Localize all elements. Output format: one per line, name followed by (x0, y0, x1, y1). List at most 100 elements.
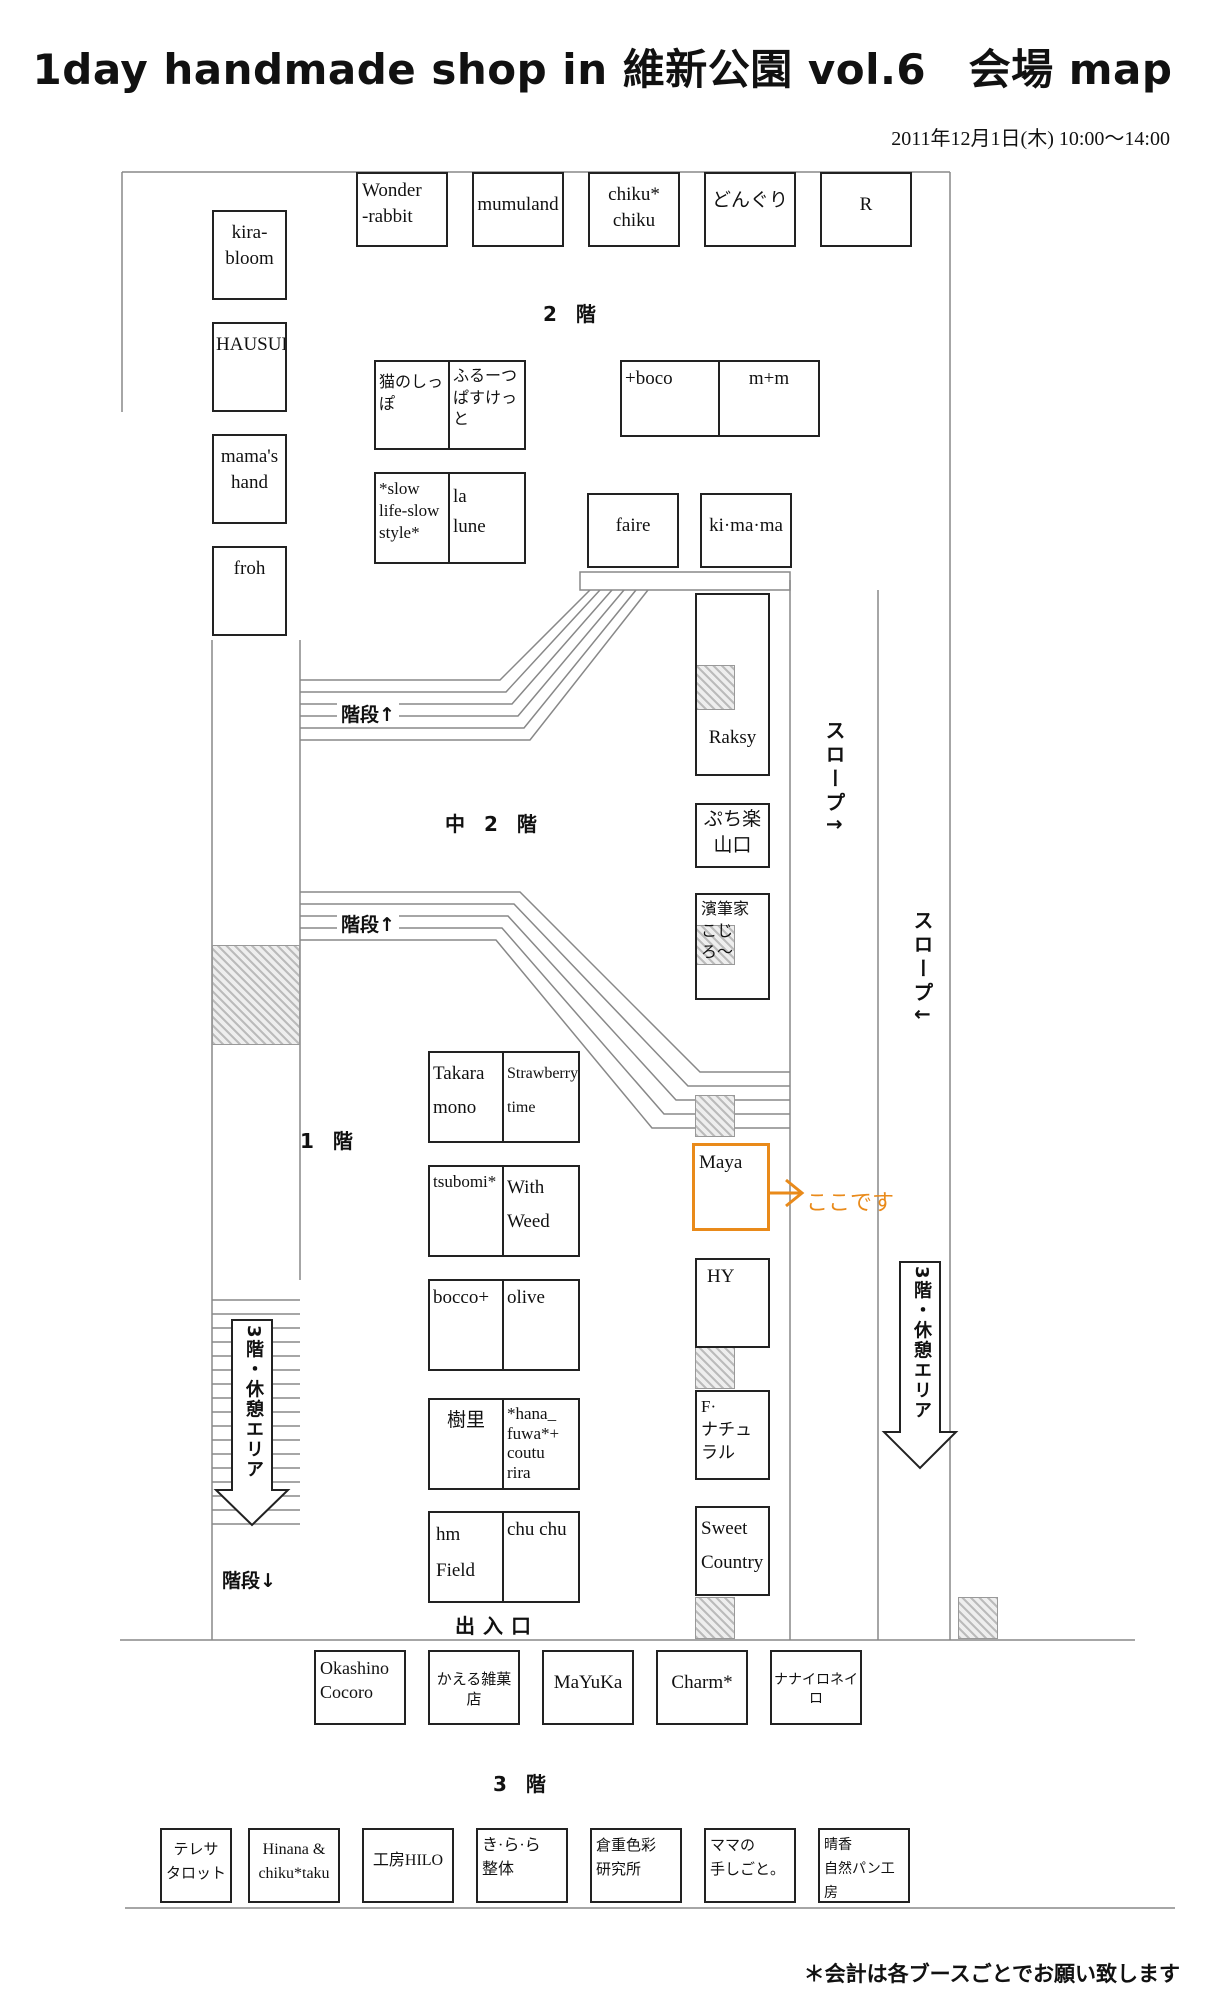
booth-plus-boco: +boco (622, 362, 720, 435)
booth-label: Sweet Country (701, 1518, 764, 1574)
booth-label: Raksy (708, 727, 757, 748)
map-title: 1day handmade shop in 維新公園 vol.6 会場 map (32, 45, 1173, 94)
booth-m-m: m+m (748, 368, 790, 389)
booth-bocco-plus: bocco+ (430, 1281, 504, 1369)
booth-nanairo[interactable]: ナナイロネイロ (770, 1650, 862, 1725)
booth-kimama[interactable]: ki·ma·ma (700, 493, 792, 568)
booth-pair-neko[interactable]: 猫のしっぽ ふるーつ ぱすけっと (374, 360, 526, 450)
booth-pair-tsubomi[interactable]: tsubomi* With Weed (428, 1165, 580, 1257)
booth-mayuka[interactable]: MaYuKa (542, 1650, 634, 1725)
event-date: 2011年12月1日(木) 10:00～14:00 (891, 128, 1170, 150)
booth-hana-fuwa: *hana_ fuwa*+ coutu rira (507, 1404, 560, 1482)
floor-label-mezzanine: 中 2 階 (445, 812, 543, 836)
booth-label: HY (707, 1266, 735, 1287)
stairs-lower-label: 階段↓ (218, 1566, 280, 1593)
booth-strawberry-time: Strawberry time (507, 1065, 579, 1116)
booth-sweet-country[interactable]: Sweet Country (695, 1506, 770, 1596)
booth-haruka-pan[interactable]: 晴香 自然パン工房 (818, 1828, 910, 1903)
booth-label: 晴香 自然パン工房 (824, 1838, 895, 1901)
booth-label: kira- bloom (225, 222, 274, 269)
booth-label: faire (615, 515, 651, 536)
booth-kirara[interactable]: き·ら·ら 整体 (476, 1828, 568, 1903)
booth-chiku-chiku[interactable]: chiku* chiku (588, 172, 680, 247)
hatch-area (958, 1597, 998, 1639)
booth-pair-boco[interactable]: +boco m+m (620, 360, 820, 437)
booth-kurashige[interactable]: 倉重色彩 研究所 (590, 1828, 682, 1903)
floor-label-2f: 2 階 (543, 302, 602, 326)
booth-mamas-hand[interactable]: mama's hand (212, 434, 287, 524)
booth-label: F· ナチュラル (701, 1397, 752, 1462)
booth-tsubomi: tsubomi* (430, 1167, 504, 1255)
booth-label: ナナイロネイロ (774, 1673, 858, 1707)
booth-pair-takara[interactable]: Takara mono Strawberry time (428, 1051, 580, 1143)
hatch-area (695, 665, 735, 710)
floor-label-3f: 3 階 (493, 1772, 552, 1796)
rest-area-left-label: 3階・休憩エリア (243, 1325, 264, 1480)
booth-slow-life: *slow life-slow style* (376, 474, 450, 562)
slope-down-label: スロープ↓ (910, 910, 934, 1027)
booth-olive: olive (507, 1287, 545, 1308)
here-marker-label: ここです (806, 1191, 895, 1216)
slope-up-label: スロープ↑ (822, 720, 846, 837)
booth-hausuka[interactable]: HAUSUKA (212, 322, 287, 412)
booth-label: かえる雑菓店 (436, 1672, 512, 1709)
booth-f-natural[interactable]: F· ナチュラル (695, 1390, 770, 1480)
booth-label: mumuland (477, 194, 559, 215)
booth-hitsu[interactable]: 濱筆家 こじろ〜 (695, 893, 770, 1000)
booth-wonder-rabbit[interactable]: Wonder -rabbit (356, 172, 448, 247)
booth-hy[interactable]: HY (695, 1258, 770, 1348)
booth-label: ぷち楽 山口 (703, 809, 762, 856)
booth-label: どんぐり (711, 190, 788, 211)
booth-donguri[interactable]: どんぐり (704, 172, 796, 247)
booth-label: ママの 手しごと。 (710, 1838, 786, 1878)
booth-raksy[interactable]: Raksy (695, 593, 770, 776)
booth-label: 倉重色彩 研究所 (596, 1838, 657, 1878)
booth-kira-bloom[interactable]: kira- bloom (212, 210, 287, 300)
booth-mama-no-teshigoto[interactable]: ママの 手しごと。 (704, 1828, 796, 1903)
booth-label: chiku* chiku (608, 184, 660, 231)
booth-kaeru[interactable]: かえる雑菓店 (428, 1650, 520, 1725)
booth-label: Maya (699, 1152, 743, 1173)
booth-hinana[interactable]: Hinana & chiku*taku (248, 1828, 340, 1903)
booth-froh[interactable]: froh (212, 546, 287, 636)
booth-label: 濱筆家 こじろ〜 (701, 901, 750, 962)
stairs-middle-label: 階段↑ (337, 910, 399, 937)
booth-faire[interactable]: faire (587, 493, 679, 568)
booth-pair-juri[interactable]: 樹里 *hana_ fuwa*+ coutu rira (428, 1398, 580, 1490)
booth-label: mama's hand (220, 446, 279, 493)
booth-label: 工房HILO (372, 1852, 444, 1869)
hatch-area (695, 1347, 735, 1389)
booth-pair-hm[interactable]: hm Field chu chu (428, 1511, 580, 1603)
booth-teresa-tarot[interactable]: テレサ タロット (160, 1828, 232, 1903)
hatch-area (695, 1597, 735, 1639)
booth-hilo[interactable]: 工房HILO (362, 1828, 454, 1903)
hatch-area (212, 945, 300, 1045)
booth-label: Okashino Cocoro (320, 1658, 389, 1703)
booth-with-weed: With Weed (507, 1177, 550, 1233)
booth-pair-bocco[interactable]: bocco+ olive (428, 1279, 580, 1371)
booth-label: R (859, 194, 873, 215)
booth-label: ki·ma·ma (709, 515, 783, 536)
booth-label: HAUSUKA (216, 334, 285, 355)
booth-charm[interactable]: Charm* (656, 1650, 748, 1725)
booth-label: Hinana & chiku*taku (258, 1841, 330, 1882)
floor-label-1f: 1 階 (300, 1129, 359, 1153)
booth-chu-chu: chu chu (507, 1519, 567, 1540)
booth-takara-mono: Takara mono (430, 1053, 504, 1141)
booth-hm-field: hm Field (430, 1513, 504, 1601)
booth-la-lune: la lune (453, 486, 486, 538)
stairs-upper-label: 階段↑ (337, 700, 399, 727)
booth-label: MaYuKa (553, 1672, 623, 1693)
booth-juri: 樹里 (430, 1400, 504, 1488)
booth-okashino-cocoro[interactable]: Okashino Cocoro (314, 1650, 406, 1725)
booth-label: Charm* (671, 1672, 733, 1693)
booth-label: テレサ タロット (165, 1842, 226, 1882)
booth-mumuland[interactable]: mumuland (472, 172, 564, 247)
booth-label: froh (233, 558, 266, 579)
booth-pair-slow[interactable]: *slow life-slow style* la lune (374, 472, 526, 564)
booth-maya[interactable]: Maya (692, 1143, 770, 1231)
hatch-area (695, 1095, 735, 1137)
booth-r[interactable]: R (820, 172, 912, 247)
booth-fruits-basket: ふるーつ ぱすけっと (453, 368, 518, 429)
booth-puchi-raku[interactable]: ぷち楽 山口 (695, 803, 770, 868)
